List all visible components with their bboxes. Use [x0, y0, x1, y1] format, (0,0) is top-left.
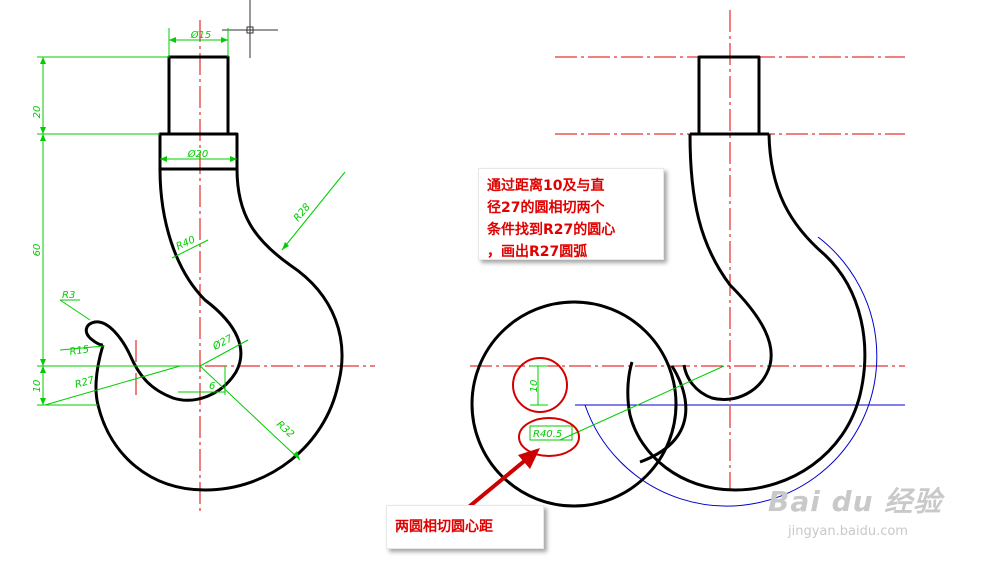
- dim-d6: 6: [209, 381, 215, 392]
- dim-r40: R40: [175, 234, 197, 252]
- dim-r28: R28: [292, 202, 313, 224]
- dim-d15: Ø15: [190, 29, 212, 41]
- right-dimension-texts: 10 R40.5: [529, 380, 562, 440]
- distance-note-callout: 两圆相切圆心距: [386, 505, 544, 549]
- left-centerlines: [40, 20, 375, 515]
- dim-r27: R27: [74, 375, 97, 391]
- dim-r40-5: R40.5: [533, 429, 562, 440]
- watermark-url: jingyan.baidu.com: [788, 524, 908, 539]
- dim-r32: R32: [274, 419, 296, 440]
- watermark-brand: Bai du 经验: [768, 485, 943, 518]
- right-dimension-lines: [529, 365, 725, 441]
- right-hook-outline: [470, 55, 867, 508]
- dim-d10: 10: [529, 380, 540, 393]
- dim-d27: Ø27: [210, 332, 235, 353]
- left-dimension-arrows: [40, 37, 300, 460]
- dim-d20: Ø20: [187, 148, 209, 160]
- tangent-note-callout: 通过距离10及与直 径27的圆相切两个 条件找到R27的圆心 ，画出R27圆弧: [478, 168, 664, 260]
- right-construction: [575, 236, 905, 507]
- crosshair-cursor: [222, 0, 278, 58]
- dim-r15: R15: [69, 344, 90, 358]
- dim-r3: R3: [62, 290, 75, 301]
- left-dimension-lines: [37, 28, 346, 461]
- highlight-marks: [512, 357, 580, 457]
- dim-h60: 60: [32, 244, 43, 257]
- left-dimension-texts: Ø15 Ø20 20 60 10 R28 R40 R3 R15 R27 Ø27 …: [32, 29, 313, 440]
- highlight-dim-10: [512, 357, 568, 413]
- left-hook-outline: [84, 55, 344, 492]
- dim-h10: 10: [32, 380, 43, 393]
- left-hook-drawing: Ø15 Ø20 20 60 10 R28 R40 R3 R15 R27 Ø27 …: [32, 0, 375, 515]
- right-hook-drawing: 10 R40.5: [463, 10, 905, 512]
- highlight-dim-r40-5: [518, 417, 580, 457]
- pointer-arrow: [463, 448, 540, 512]
- dim-h20: 20: [32, 106, 43, 119]
